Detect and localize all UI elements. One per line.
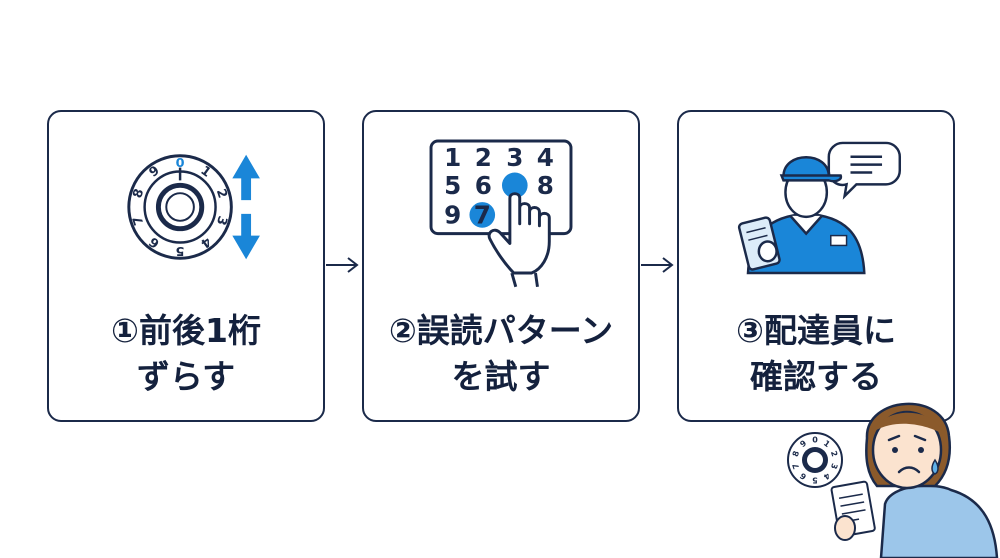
dial-digit: 6 — [798, 471, 808, 482]
dial-digit: 7 — [130, 214, 147, 227]
dial-digit: 3 — [213, 214, 230, 227]
keypad-digit: 1 — [444, 143, 461, 172]
keypad-digit: 4 — [537, 143, 554, 172]
keypad-digit: 6 — [475, 171, 492, 200]
dial-digit: 8 — [791, 449, 801, 457]
step-3-title-line2: 確認する — [750, 357, 882, 396]
dial-digit: 0 — [176, 156, 185, 171]
step-2-title: ②誤読パターン を試す — [364, 308, 638, 400]
step-1-title-line1: ①前後1桁 — [111, 311, 261, 350]
pointing-hand-icon — [487, 192, 551, 288]
delivery-person-icon — [737, 156, 866, 275]
highlighted-key-3 — [501, 172, 528, 199]
up-arrow-icon — [232, 154, 260, 201]
dial-digit: 5 — [176, 243, 185, 258]
highlighted-key-7 — [469, 202, 496, 228]
dial-digit: 4 — [822, 471, 832, 482]
dial-digit: 5 — [812, 476, 818, 485]
down-arrow-icon — [232, 213, 260, 260]
next-arrow-icon — [326, 257, 359, 273]
keypad-digit: 2 — [475, 143, 492, 172]
keypad-digit: 5 — [444, 171, 461, 200]
speech-bubble-icon — [827, 141, 902, 200]
next-arrow-icon — [641, 257, 674, 273]
dial-digit: 9 — [798, 438, 808, 449]
dial-digit: 7 — [791, 462, 801, 470]
keypad-digit: 9 — [444, 200, 461, 229]
dial-digit: 2 — [829, 450, 839, 458]
step-3-title: ③配達員に 確認する — [679, 308, 953, 400]
delivery-person-illustration — [737, 141, 902, 275]
step-1-title-line2: ずらす — [136, 357, 236, 396]
dial-digit: 0 — [812, 436, 818, 445]
keypad-digit: 7 — [474, 200, 491, 229]
step-1-title: ①前後1桁 ずらす — [49, 308, 323, 400]
step-card-3: ③配達員に 確認する — [677, 110, 955, 422]
step-2-title-line2: を試す — [451, 357, 551, 396]
keypad-digit: 3 — [506, 143, 523, 172]
dial-digit: 1 — [822, 439, 832, 450]
dial-digit: 2 — [213, 187, 230, 200]
keypad-digit: 8 — [537, 171, 554, 200]
step-2-title-line1: ②誤読パターン — [388, 311, 614, 350]
step-3-title-line1: ③配達員に — [736, 311, 896, 350]
dial-digit: 3 — [829, 462, 839, 470]
